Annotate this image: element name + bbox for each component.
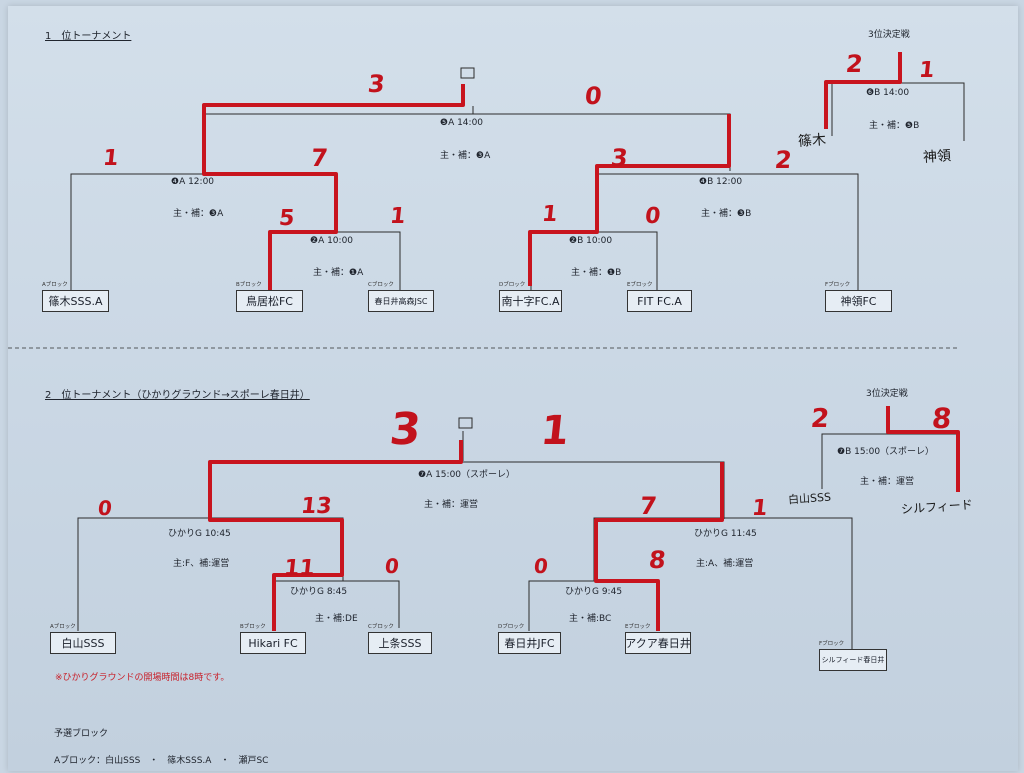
section2-final-ref: 主・補：運営 xyxy=(424,500,479,510)
section1-final-label: ❺A 14:00 xyxy=(440,118,484,128)
handwritten-team: 白山SSS xyxy=(787,490,832,507)
team-box: シルフィード春日井 xyxy=(819,649,887,671)
score: 2 xyxy=(773,146,794,174)
section2-qf-left-label: ひかりG 8:45 xyxy=(290,587,348,597)
section1-qf-left-ref: 主・補：❶A xyxy=(313,268,364,278)
bracket-lines xyxy=(8,52,965,656)
section1-semi-left-ref: 主・補：❸A xyxy=(173,209,224,219)
team-box: 篠木SSS.A xyxy=(42,290,109,312)
section1-winner-paths xyxy=(202,52,902,291)
block-label: Dブロック xyxy=(498,624,525,630)
section1-semi-right-label: ❹B 12:00 xyxy=(699,177,743,187)
handwritten-team: 神領 xyxy=(922,148,952,166)
team-box: 春日井高森JSC xyxy=(368,290,434,312)
section1-qf-right-label: ❷B 10:00 xyxy=(569,236,613,246)
block-label: Bブロック xyxy=(236,282,262,288)
section2-third-label: ❼B 15:00（スポーレ） xyxy=(837,447,935,457)
block-label: Cブロック xyxy=(368,624,394,630)
block-label: Aブロック xyxy=(42,282,68,288)
score: 1 xyxy=(540,202,559,227)
score: 1 xyxy=(388,204,407,229)
section2-semi-right-ref: 主:A、補:運営 xyxy=(696,559,754,569)
section1-heading: 1 位トーナメント xyxy=(45,31,132,42)
section1-semi-left-label: ❹A 12:00 xyxy=(171,177,215,187)
section1-qf-left-label: ❷A 10:00 xyxy=(310,236,354,246)
section1-bracket xyxy=(8,67,965,349)
score: 0 xyxy=(583,82,604,110)
section2-third-heading: 3位決定戦 xyxy=(866,389,908,399)
score: 0 xyxy=(96,496,114,520)
score: 0 xyxy=(532,554,550,578)
section1-qf-right-ref: 主・補：❶B xyxy=(571,268,622,278)
venue-note: ※ひかりグラウンドの開場時間は8時です。 xyxy=(55,673,230,683)
prelim-block-a: Aブロック：白山SSS ・ 篠木SSS.A ・ 瀬戸SC xyxy=(54,756,269,766)
score: 1 xyxy=(917,58,936,83)
score: 1 xyxy=(538,408,572,454)
score: 13 xyxy=(299,494,333,519)
tournament-sheet: 1 位トーナメント 3位決定戦 ❺A 14:00 主・補：❸A ❹A 12:00… xyxy=(8,6,1018,771)
block-label: Fブロック xyxy=(825,282,851,288)
section2-final-label: ❼A 15:00（スポーレ） xyxy=(418,470,516,480)
block-label: Eブロック xyxy=(625,624,651,630)
block-label: Bブロック xyxy=(240,624,266,630)
section1-final-ref: 主・補：❸A xyxy=(440,151,491,161)
score: 3 xyxy=(387,404,424,455)
team-box: 春日井JFC xyxy=(498,632,561,654)
section2-semi-right-label: ひかりG 11:45 xyxy=(694,529,757,539)
score: 1 xyxy=(101,146,120,171)
score: 8 xyxy=(647,546,668,574)
block-label: Cブロック xyxy=(368,282,394,288)
section1-third-heading: 3位決定戦 xyxy=(868,30,910,40)
score: 7 xyxy=(638,492,659,520)
section2-semi-left-label: ひかりG 10:45 xyxy=(168,529,231,539)
score: 0 xyxy=(643,204,662,229)
score: 11 xyxy=(282,556,316,581)
handwritten-team: 篠木 xyxy=(797,132,827,150)
team-box: 上条SSS xyxy=(368,632,432,654)
section2-heading: 2 位トーナメント（ひかりグラウンド→スポーレ春日井） xyxy=(45,390,310,401)
section2-winner-paths xyxy=(208,406,960,631)
score: 3 xyxy=(609,144,630,172)
score: 2 xyxy=(844,50,865,78)
team-box: FIT FC.A xyxy=(627,290,692,312)
block-label: Aブロック xyxy=(50,624,76,630)
section2-qf-left-ref: 主・補:DE xyxy=(315,614,358,624)
prelim-heading: 予選ブロック xyxy=(54,729,109,739)
section2-qf-right-ref: 主・補:BC xyxy=(569,614,612,624)
section2-third-ref: 主・補：運営 xyxy=(860,477,915,487)
block-label: Eブロック xyxy=(627,282,653,288)
team-box: 白山SSS xyxy=(50,632,116,654)
block-label: Fブロック xyxy=(819,641,845,647)
team-box: 神領FC xyxy=(825,290,892,312)
team-box: 南十字FC.A xyxy=(499,290,562,312)
section1-third-label: ❻B 14:00 xyxy=(866,88,910,98)
section2-semi-left-ref: 主:F、補:運営 xyxy=(173,559,230,569)
section2-qf-right-label: ひかりG 9:45 xyxy=(565,587,623,597)
score: 2 xyxy=(809,404,831,434)
team-box: 鳥居松FC xyxy=(236,290,303,312)
block-label: Dブロック xyxy=(499,282,526,288)
team-box: アクア春日井 xyxy=(625,632,691,654)
section1-third-ref: 主・補：❺B xyxy=(869,121,920,131)
team-box: Hikari FC xyxy=(240,632,306,654)
score: 8 xyxy=(930,402,954,435)
section1-semi-right-ref: 主・補：❸B xyxy=(701,209,752,219)
score: 1 xyxy=(750,496,769,521)
score: 5 xyxy=(277,206,296,231)
score: 7 xyxy=(309,144,330,172)
score: 3 xyxy=(366,70,387,98)
score: 0 xyxy=(383,554,401,578)
